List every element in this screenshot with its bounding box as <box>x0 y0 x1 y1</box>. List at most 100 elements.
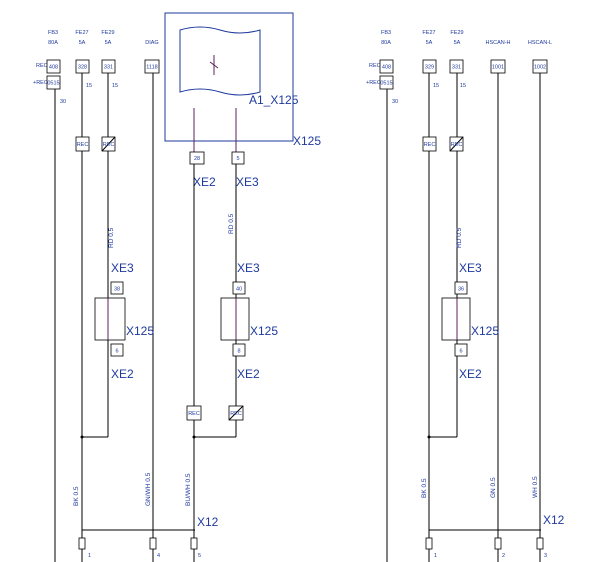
r-terminal-15a: 15 <box>433 83 439 89</box>
r-x12-pin-1: 1 <box>434 553 437 559</box>
pin-fb3: 408 <box>49 65 58 71</box>
r-rec-box-1 <box>422 136 437 152</box>
module-symbol <box>209 55 219 75</box>
conn-right-top-pin: 40 <box>236 287 242 293</box>
conn-left-top-pin: 38 <box>114 287 120 293</box>
xe2-label-conn-right: XE2 <box>237 367 260 381</box>
fuse-name-diag: DIAG <box>145 40 158 46</box>
r-terminal-15b: 15 <box>460 83 466 89</box>
right-diagram: FB3 80A FE27 5A FE29 5A HSCAN-H HSCAN-L … <box>366 30 565 562</box>
pin-box-sub <box>46 75 61 90</box>
pin-fe29: 331 <box>104 65 113 71</box>
r-x12-pin-2: 2 <box>502 553 505 559</box>
r-wire-label-rd: RD 0.5 <box>456 227 463 248</box>
r-x125-label: X125 <box>471 324 499 338</box>
rec-text-2: REC <box>103 142 115 148</box>
r-rec-text-2: REC <box>451 142 463 148</box>
r-pin-hscanh: 1001 <box>492 65 504 71</box>
r-prec-label: +REC <box>366 80 381 86</box>
rec-text-3: REC <box>188 411 200 417</box>
fuse-name-fe27: FE27 <box>75 30 88 36</box>
conn-left-bottom-box <box>110 343 124 357</box>
rec-box-3 <box>186 405 202 421</box>
r-terminal-30: 30 <box>392 99 398 105</box>
pin-sub: 0515 <box>47 81 59 87</box>
pin-diag: 1118 <box>146 65 157 71</box>
wire-label-buwh: BU/WH 0.5 <box>185 473 192 506</box>
r-junction-dot <box>427 435 431 439</box>
r-wire-label-wh: WH 0.5 <box>532 476 539 498</box>
r-pin-fb3: 408 <box>382 65 391 71</box>
r-pin-box-fb3 <box>379 59 394 74</box>
mod-pin-box-28 <box>189 151 205 165</box>
r-fuse-name-hscanl: HSCAN-L <box>528 40 552 46</box>
fuse-name-fe29: FE29 <box>101 30 114 36</box>
fuse-amp-fe27: 5A <box>79 40 86 46</box>
x125-label-right: X125 <box>250 324 278 338</box>
r-x12-pin-box-3 <box>536 537 544 550</box>
pin-box-fb3 <box>46 59 61 74</box>
junction-dot-right <box>192 435 196 439</box>
conn-right-bottom-box <box>232 343 246 357</box>
x12-pin-box-4 <box>149 537 157 550</box>
rec-box-1 <box>75 136 90 152</box>
conn-right-bottom-pin: 8 <box>237 349 240 355</box>
mod-pin-box-5 <box>231 151 245 165</box>
r-rec-label: REC <box>369 63 381 69</box>
module-connector: X125 <box>293 134 321 148</box>
r-pin-hscanl: 1002 <box>534 65 546 71</box>
junction-dot-left <box>80 435 84 439</box>
r-rec-box-2-slash <box>449 136 464 152</box>
r-conn-bottom-pin: 6 <box>459 349 462 355</box>
r-pin-sub: 0515 <box>380 81 392 87</box>
rec-text-4: REC <box>230 411 242 417</box>
x12-pin-1: 1 <box>88 553 91 559</box>
r-fuse-amp-fb3: 80A <box>381 40 391 46</box>
x12-label: X12 <box>197 515 219 529</box>
pin-fe27: 328 <box>78 65 87 71</box>
rec-text-1: REC <box>77 142 89 148</box>
x12-pin-4: 4 <box>157 553 160 559</box>
r-pin-fe29: 331 <box>452 65 461 71</box>
x125-label-left: X125 <box>126 324 154 338</box>
conn-right-top-box <box>232 281 246 295</box>
r-xe2-label: XE2 <box>459 367 482 381</box>
mod-pin-28: 28 <box>194 156 200 162</box>
r-conn-top-pin: 36 <box>458 287 464 293</box>
wire-label-bk: BK 0.5 <box>73 486 80 506</box>
left-diagram: FB3 80A FE27 5A FE29 5A DIAG REC +REC 40… <box>33 12 321 562</box>
r-wire-label-gn: GN 0.5 <box>490 477 497 498</box>
r-conn-top-box <box>454 281 468 295</box>
rec-box-4-slash <box>228 405 244 421</box>
conn-right-body <box>220 297 250 341</box>
wire-label-rd-left: RD 0.5 <box>108 227 115 248</box>
terminal-30: 30 <box>60 99 66 105</box>
wire-label-gnwh: GN/WH 0.5 <box>145 472 152 506</box>
r-fuse-amp-fe29: 5A <box>454 40 461 46</box>
r-conn-body <box>441 297 471 341</box>
xe3-label-conn-left: XE3 <box>111 261 134 275</box>
r-rec-text-1: REC <box>424 142 436 148</box>
x12-pin-box-5 <box>190 537 198 550</box>
prec-label: +REC <box>33 80 48 86</box>
r-x12-pin-box-2 <box>494 537 502 550</box>
fuse-amp-fb3: 80A <box>48 40 58 46</box>
terminal-15a: 15 <box>86 83 92 89</box>
module-box <box>164 12 294 142</box>
module-inner-shape <box>179 26 261 96</box>
x12-pin-5: 5 <box>198 553 201 559</box>
xe3-label-conn-right: XE3 <box>237 261 260 275</box>
r-fuse-name-hscanh: HSCAN-H <box>485 40 510 46</box>
xe2-label-top: XE2 <box>193 175 216 189</box>
r-fuse-amp-fe27: 5A <box>426 40 433 46</box>
r-x12-pin-3: 3 <box>544 553 547 559</box>
pin-box-diag <box>144 59 160 74</box>
terminal-15b: 15 <box>112 83 118 89</box>
conn-left-top-box <box>110 281 124 295</box>
module-name: A1_X125 <box>249 93 299 107</box>
x12-pin-box-1 <box>78 537 86 550</box>
wire-label-rd-right: RD 0.5 <box>228 213 235 234</box>
rec-box-2-slash <box>101 136 116 152</box>
r-conn-bottom-box <box>454 343 468 357</box>
